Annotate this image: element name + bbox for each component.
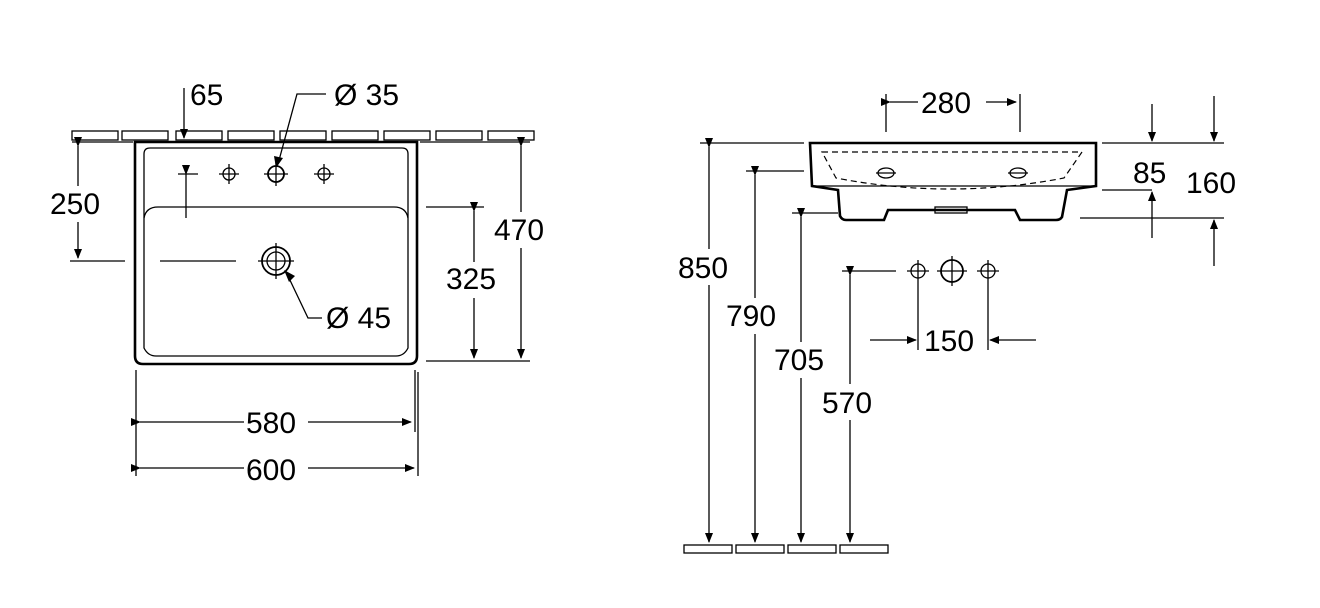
wall-strip-top — [71, 130, 535, 141]
wall-connection-left — [907, 260, 929, 282]
basin-outline-top — [133, 140, 419, 366]
floor-strip — [683, 544, 889, 554]
top-view: 65 Ø 35 250 Ø 45 325 470 580 — [44, 79, 554, 487]
dim-inner-depth: 325 — [446, 263, 496, 296]
dim-total-height: 160 — [1186, 167, 1236, 200]
tap-hole-right — [314, 164, 334, 184]
dim-height-705: 705 — [774, 344, 824, 377]
dim-wall-spacing: 150 — [924, 325, 974, 358]
dim-width: 600 — [246, 454, 296, 487]
wall-connection-right — [977, 260, 999, 282]
dim-height-850: 850 — [678, 252, 728, 285]
side-view: 280 85 160 850 790 705 — [676, 85, 1236, 554]
dim-height-570: 570 — [822, 387, 872, 420]
wall-connection-center — [937, 256, 967, 286]
dim-inner-width: 580 — [246, 407, 296, 440]
dim-height-790: 790 — [726, 300, 776, 333]
basin-shelf-line — [143, 206, 409, 219]
basin-inner-bowl — [143, 147, 409, 357]
dim-back-to-overflow: 250 — [50, 188, 100, 221]
basin-outline-side — [808, 141, 1098, 222]
dim-tap-hole: Ø 35 — [334, 79, 399, 112]
dim-tap-offset: 65 — [190, 79, 223, 112]
dim-depth: 470 — [494, 214, 544, 247]
dim-rim: 85 — [1133, 157, 1166, 190]
dim-tap-spacing: 280 — [921, 87, 971, 120]
drain-hole — [160, 243, 294, 279]
tap-hole-left — [219, 164, 239, 184]
dim-drain: Ø 45 — [326, 302, 391, 335]
